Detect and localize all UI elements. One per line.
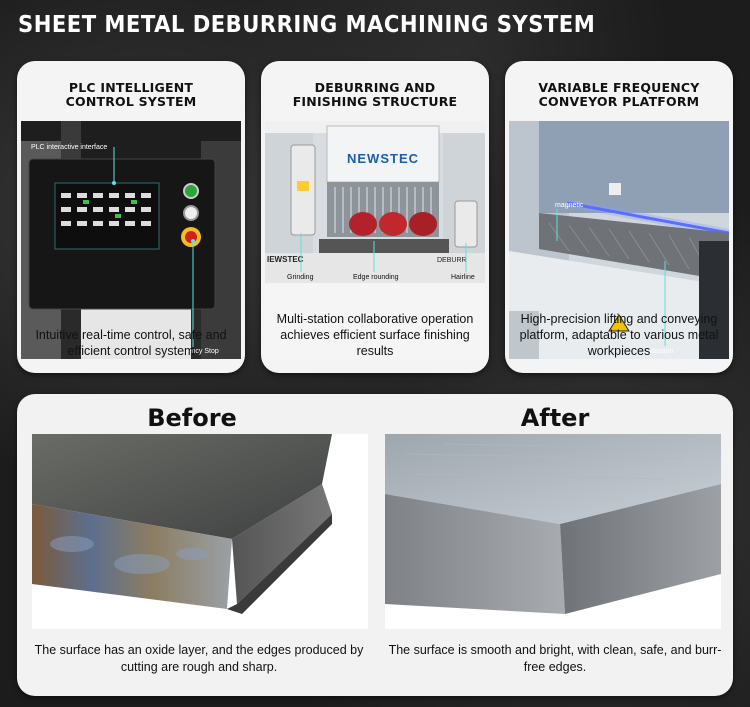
card-heading: VARIABLE FREQUENCY CONVEYOR PLATFORM [538, 80, 700, 109]
before-caption: The surface has an oxide layer, and the … [34, 643, 364, 674]
card-heading: PLC INTELLIGENT CONTROL SYSTEM [65, 80, 197, 109]
card-description: High-precision lifting and conveying pla… [519, 312, 719, 358]
deburring-machine-photo: NEWSTEC IEWSTEC DEBURR Grinding Edge rou… [265, 121, 485, 359]
before-after-panel: Before After [17, 394, 733, 696]
label-magnetic: magnetic [555, 202, 584, 209]
card-description: Intuitive real-time control, safe and ef… [35, 328, 227, 358]
before-plate-image [32, 434, 368, 629]
label-edge-rounding: Edge rounding [353, 274, 399, 281]
page-title: SHEET METAL DEBURRING MACHINING SYSTEM [18, 12, 596, 38]
brand-deburr: DEBURR [437, 257, 467, 264]
before-heading: Before [147, 404, 237, 432]
label-hairline: Hairline [451, 274, 475, 281]
card-heading: DEBURRING AND FINISHING STRUCTURE [292, 80, 458, 109]
after-heading: After [520, 404, 590, 432]
card-description: Multi-station collaborative operation ac… [276, 312, 474, 358]
label-plc-interface: PLC interactive interface [31, 144, 107, 151]
card-plc-control: PLC INTELLIGENT CONTROL SYSTEM [17, 61, 245, 373]
label-grinding: Grinding [287, 274, 314, 281]
card-conveyor-platform: VARIABLE FREQUENCY CONVEYOR PLATFORM mag… [505, 61, 733, 373]
plc-panel-photo: PLC interactive interface Emergency Stop [21, 121, 241, 359]
brand-newstec-partial: IEWSTEC [267, 255, 304, 264]
brand-newstec: NEWSTEC [347, 151, 419, 166]
after-plate-image [385, 434, 721, 629]
label-emergency-stop: Emergency Stop [167, 348, 219, 355]
after-caption: The surface is smooth and bright, with c… [388, 643, 722, 674]
label-vacuum: vacuum [649, 348, 674, 355]
conveyor-platform-photo: magnetic vacuum [509, 121, 729, 359]
card-deburring-structure: DEBURRING AND FINISHING STRUCTURE NEWSTE… [261, 61, 489, 373]
